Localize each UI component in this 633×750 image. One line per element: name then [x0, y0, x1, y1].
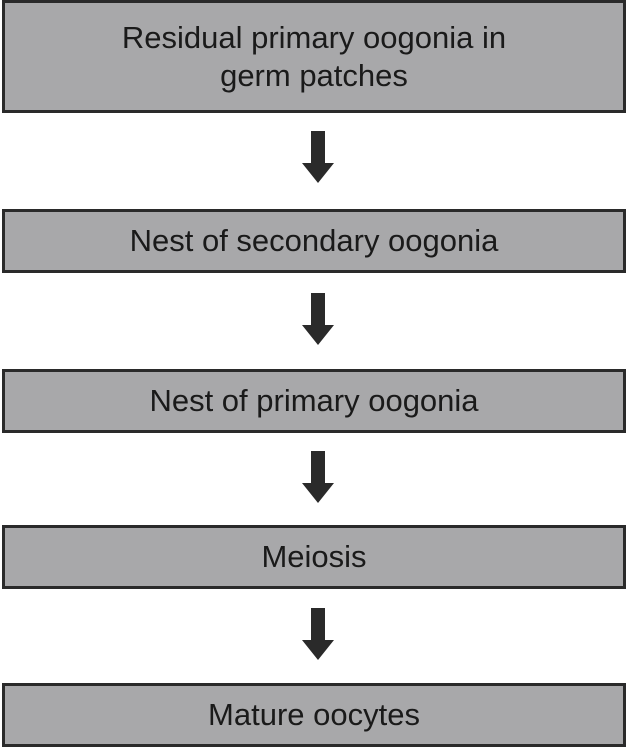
step-box-meiosis: Meiosis [2, 525, 626, 589]
step-box-residual-primary-oogonia: Residual primary oogonia in germ patches [2, 0, 626, 113]
step-label: Nest of secondary oogonia [129, 223, 499, 258]
step-label: Mature oocytes [208, 697, 420, 732]
step-box-nest-primary-oogonia: Nest of primary oogonia [2, 369, 626, 433]
step-label: Residual primary oogonia in germ patches [121, 19, 507, 93]
step-box-nest-secondary-oogonia: Nest of secondary oogonia [2, 209, 626, 273]
down-arrow-icon [302, 451, 334, 503]
down-arrow-icon [302, 293, 334, 345]
step-label: Meiosis [261, 539, 367, 574]
step-box-mature-oocytes: Mature oocytes [2, 683, 626, 747]
down-arrow-icon [302, 131, 334, 183]
step-label: Nest of primary oogonia [149, 383, 479, 418]
down-arrow-icon [302, 608, 334, 660]
